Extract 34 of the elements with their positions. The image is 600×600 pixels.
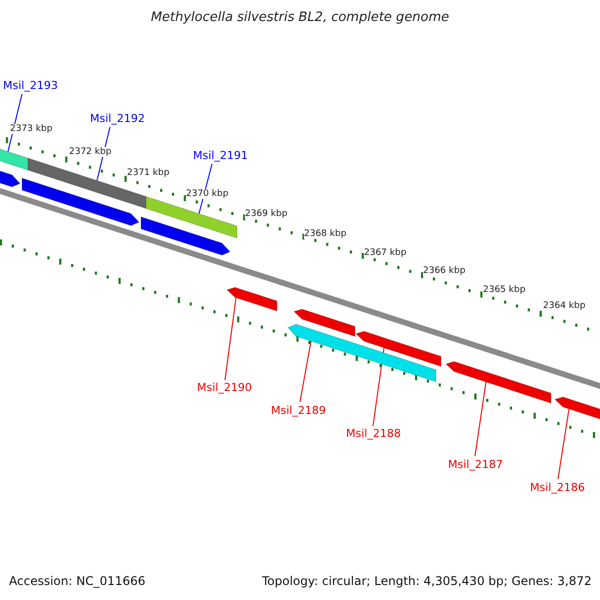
gene-feature — [445, 361, 552, 404]
scale-label: 2365 kbp — [483, 285, 526, 295]
gene-feature — [293, 308, 356, 338]
gene-feature — [0, 146, 28, 171]
scale-label: 2373 kbp — [10, 124, 52, 134]
accession-text: Accession: NC_011666 — [9, 574, 146, 588]
gene-label: Msil_2187 — [448, 458, 503, 471]
leader-line — [300, 340, 312, 402]
leader-line — [558, 408, 570, 480]
gene-feature — [22, 177, 140, 226]
gene-label: Msil_2193 — [3, 79, 58, 92]
gene-label: Msil_2191 — [193, 149, 248, 162]
scale-label: 2369 kbp — [245, 209, 288, 219]
scale-label: 2372 kbp — [69, 147, 112, 157]
gene-feature — [226, 286, 278, 312]
gene-feature — [355, 330, 442, 368]
genome-info-text: Topology: circular; Length: 4,305,430 bp; Genes: 3,872 — [262, 574, 592, 588]
leader-line — [224, 297, 236, 380]
scale-label: 2367 kbp — [364, 248, 406, 258]
gene-label: Msil_2188 — [346, 427, 401, 440]
chart-title: Methylocella silvestris BL2, complete genome — [150, 10, 450, 25]
gene-label: Msil_2189 — [271, 404, 326, 417]
gene-label: Msil_2186 — [530, 481, 585, 494]
scale-label: 2370 kbp — [186, 189, 228, 199]
scale-label: 2368 kbp — [304, 229, 346, 239]
gene-feature — [554, 396, 600, 422]
leader-line — [474, 381, 486, 456]
gene-feature — [287, 324, 436, 382]
gene-label: Msil_2190 — [197, 381, 252, 394]
scale-label: 2364 kbp — [543, 301, 586, 311]
scale-label: 2366 kbp — [423, 266, 466, 276]
gene-feature — [140, 216, 231, 256]
gene-label: Msil_2192 — [90, 112, 145, 125]
scale-label: 2371 kbp — [127, 168, 170, 178]
